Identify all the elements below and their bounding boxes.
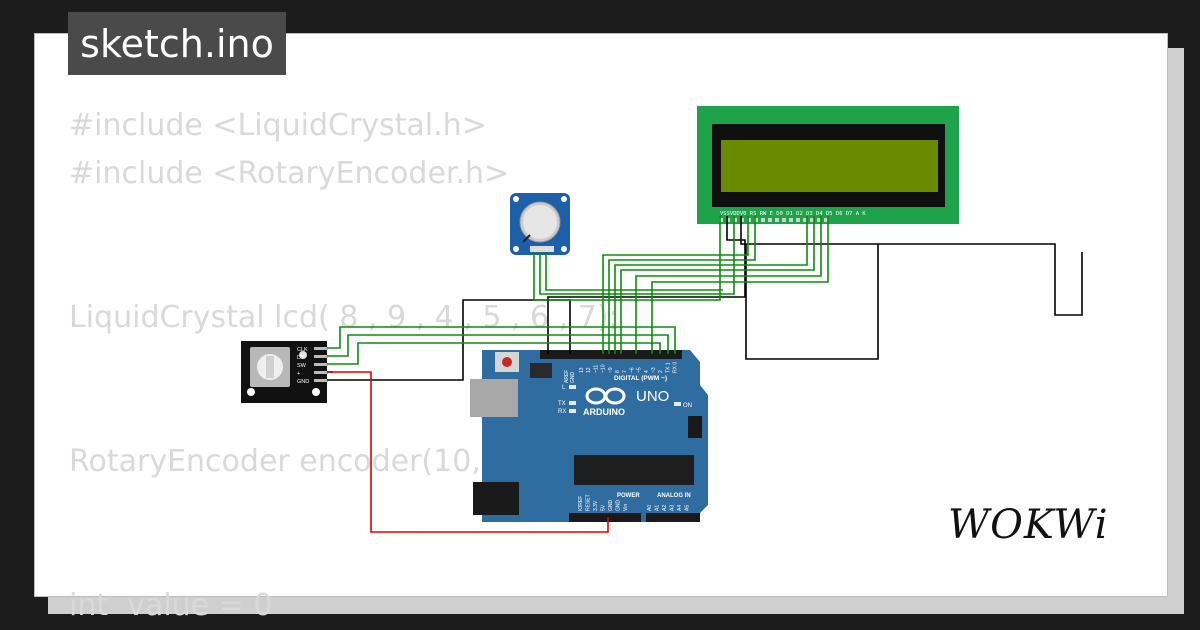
arduino-brand: ARDUINO — [583, 407, 625, 417]
svg-text:L: L — [562, 385, 566, 391]
power-jack — [473, 482, 519, 515]
lcd-pin — [761, 218, 765, 222]
arduino-pin-label: IOREF — [578, 496, 584, 511]
arduino-pin-label: 13 — [579, 367, 585, 373]
encoder-pin-label: GND — [297, 379, 309, 385]
lcd-pin — [796, 218, 800, 222]
arduino-pin-label: AREF — [564, 370, 570, 383]
lcd-pin — [789, 218, 793, 222]
lcd-pin — [775, 218, 779, 222]
lcd-pin — [733, 218, 737, 222]
lcd-pin — [726, 218, 730, 222]
arduino-pin-label: 12 — [586, 367, 592, 373]
arduino-pin-label: RESET — [586, 494, 592, 511]
encoder-pin-label: SW — [297, 363, 307, 369]
lcd-pin — [803, 218, 807, 222]
encoder-pin-label: + — [297, 371, 300, 377]
arduino-pin-label: ~11 — [593, 365, 599, 373]
lcd-pin — [740, 218, 744, 222]
arduino-pin-label: 2 — [658, 370, 664, 373]
arduino-pin-label: ~6 — [629, 367, 635, 373]
arduino-pin-label: A2 — [662, 505, 668, 511]
lcd-screen — [721, 140, 938, 192]
arduino-pin-label: 8 — [615, 370, 621, 373]
usb-port — [470, 379, 518, 417]
lcd-pin — [768, 218, 772, 222]
arduino-pin-label: TX 1 — [665, 362, 671, 373]
encoder-pin-label: DT — [297, 355, 305, 361]
arduino-pin-label: ~5 — [637, 367, 643, 373]
atmega-chip — [574, 455, 694, 485]
arduino-pin-label: A3 — [670, 505, 676, 511]
arduino-pin-label: ~10 — [601, 364, 607, 373]
code-line: #include <RotaryEncoder.h> — [69, 156, 510, 191]
analog-label: ANALOG IN — [657, 493, 691, 499]
arduino-pin-label: 4 — [644, 370, 650, 373]
arduino-uno[interactable]: DIGITAL (PWM ~) ARDUINO UNO ON TX RX L P… — [470, 350, 708, 522]
arduino-pin-label: A4 — [677, 505, 683, 511]
potentiometer[interactable] — [510, 193, 570, 255]
arduino-pin-label: RX 0 — [673, 362, 679, 373]
arduino-pin-label: 7 — [622, 370, 628, 373]
code-line: int value = 0 — [69, 588, 273, 623]
arduino-pin-label: A1 — [655, 505, 661, 511]
arduino-infinity-logo — [585, 387, 626, 405]
svg-text:RX: RX — [558, 409, 566, 415]
power-header — [569, 513, 641, 522]
arduino-pin-label: ~3 — [651, 367, 657, 373]
digital-header — [540, 350, 682, 359]
encoder-pins — [314, 347, 328, 382]
on-label: ON — [683, 403, 692, 409]
svg-text:TX: TX — [558, 401, 566, 407]
arduino-pin-label: ~9 — [608, 367, 614, 373]
file-tab-label: sketch.ino — [80, 21, 274, 66]
lcd-pin — [719, 218, 723, 222]
code-line: #include <LiquidCrystal.h> — [69, 108, 487, 143]
pot-indicator — [522, 234, 531, 243]
file-tab[interactable]: sketch.ino — [68, 12, 286, 75]
power-label: POWER — [617, 493, 640, 499]
lcd-pin — [782, 218, 786, 222]
lcd-pin-labels: VSSVDDV0 RS RW E D0 D1 D2 D3 D4 D5 D6 D7… — [720, 211, 866, 217]
arduino-pin-label: Vin — [623, 504, 629, 511]
arduino-pin-label: 3.3V — [593, 500, 599, 511]
arduino-pin-label: A5 — [685, 505, 691, 511]
lcd-pin — [810, 218, 814, 222]
arduino-pin-label: 5V — [601, 504, 607, 511]
arduino-pin-label: A0 — [647, 505, 653, 511]
lcd-pin-row — [719, 218, 828, 222]
preview-card: #include <LiquidCrystal.h> #include <Rota… — [34, 33, 1168, 623]
rotary-encoder[interactable]: CLK DT SW + GND — [241, 341, 328, 403]
wires — [327, 216, 1083, 533]
code-line: RotaryEncoder encoder(10, — [69, 444, 481, 479]
wokwi-logo: WOKWi — [948, 502, 1109, 548]
arduino-pin-label: GND — [608, 500, 614, 512]
digital-label: DIGITAL (PWM ~) — [614, 375, 667, 382]
svg-text:WOKWi: WOKWi — [948, 502, 1109, 548]
lcd-display[interactable]: VSSVDDV0 RS RW E D0 D1 D2 D3 D4 D5 D6 D7… — [697, 106, 959, 224]
arduino-pin-label: GND — [570, 372, 576, 384]
lcd-pin — [754, 218, 758, 222]
lcd-pin — [824, 218, 828, 222]
encoder-pin-labels: CLK DT SW + GND — [297, 347, 309, 385]
arduino-model: UNO — [636, 388, 669, 405]
analog-header — [646, 513, 700, 522]
encoder-pin-label: CLK — [297, 347, 308, 353]
lcd-pin — [747, 218, 751, 222]
lcd-pin — [817, 218, 821, 222]
arduino-pin-label: GND — [616, 500, 622, 512]
